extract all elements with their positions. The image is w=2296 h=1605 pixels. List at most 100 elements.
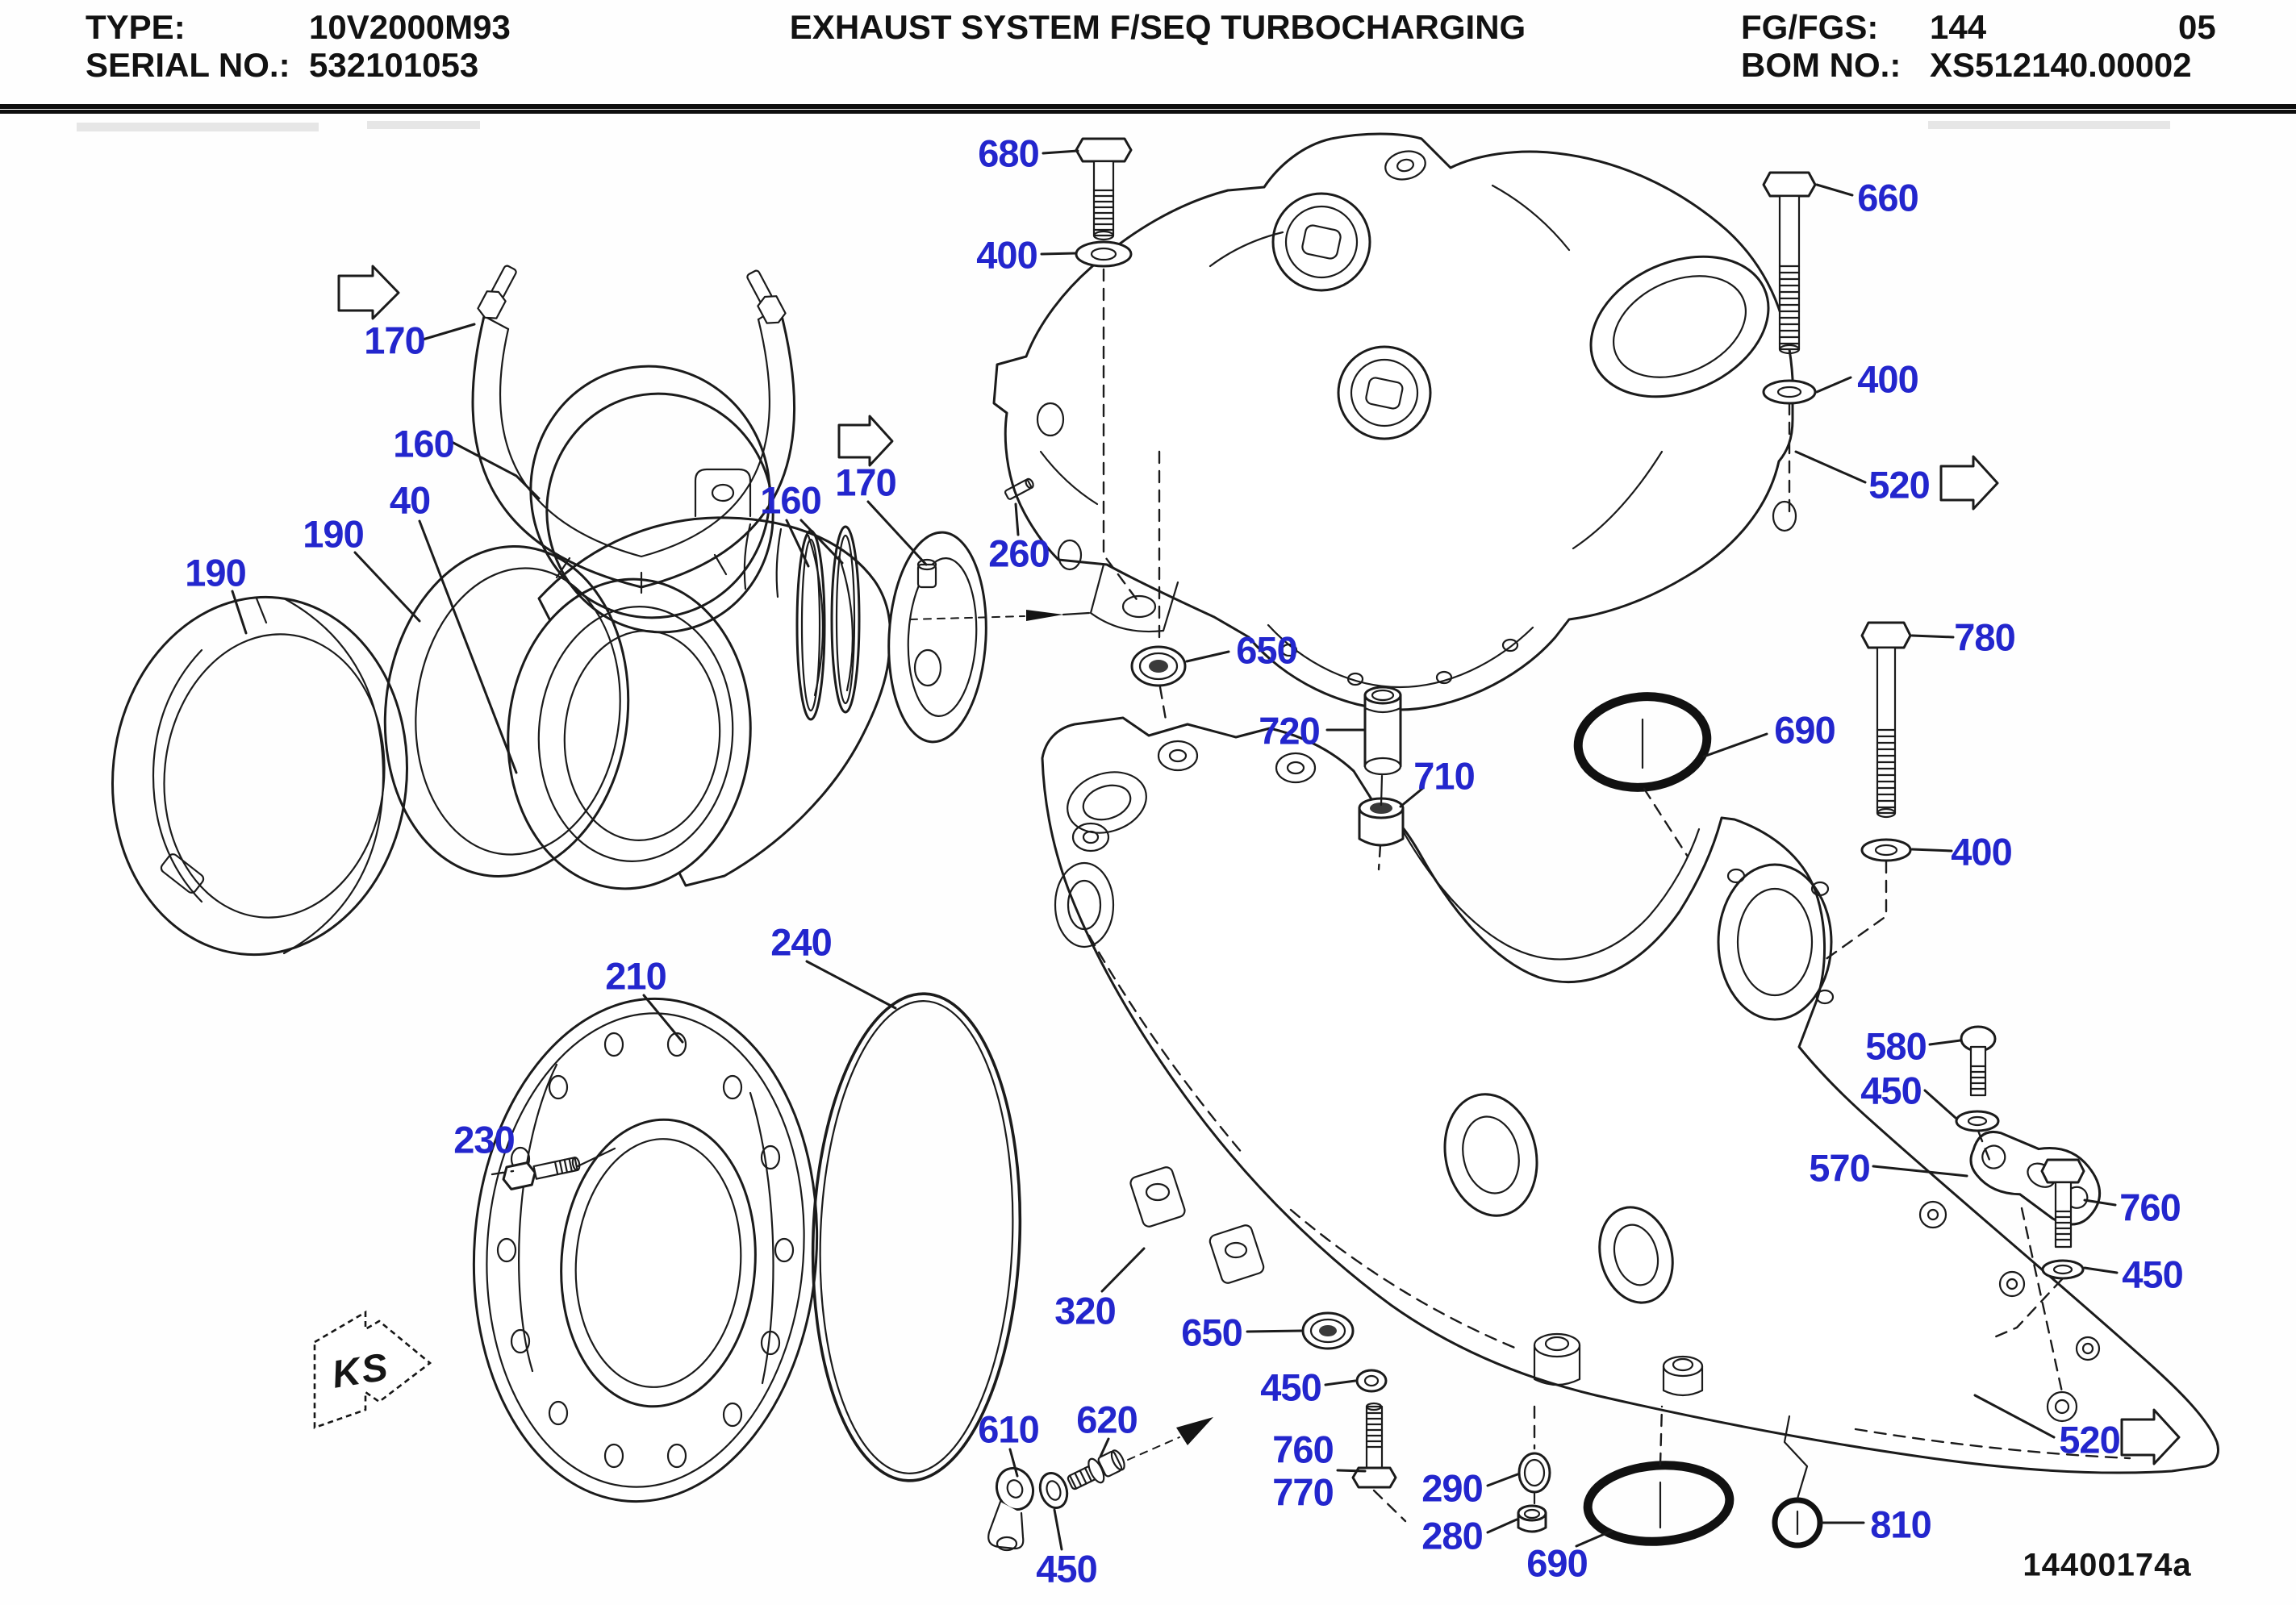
part-450-nut-middle	[1355, 1369, 1388, 1393]
part-660-bolt	[1762, 171, 1817, 355]
callout-230: 230	[453, 1118, 515, 1161]
part-170-flange-right	[887, 531, 987, 744]
part-450-washer-b	[2041, 1259, 2085, 1280]
part-680-bolt	[1075, 137, 1133, 241]
callout-170-b: 170	[835, 461, 896, 504]
callout-810: 810	[1870, 1503, 1931, 1546]
part-190-ring-outer	[111, 595, 408, 957]
callout-400-c: 400	[1951, 830, 2012, 873]
callout-450-a: 450	[1860, 1069, 1922, 1112]
fg-value: 144	[1930, 8, 1987, 46]
block-arrow-170-right	[837, 415, 894, 467]
direction-arrows	[313, 265, 2181, 1465]
header-divider	[0, 104, 2296, 114]
callout-690-a: 690	[1774, 708, 1835, 752]
callout-240: 240	[770, 920, 832, 964]
part-40-bellows-elbow	[507, 468, 891, 890]
callout-290: 290	[1421, 1466, 1483, 1510]
type-label: TYPE:	[86, 8, 186, 46]
callout-190-a: 190	[303, 512, 364, 556]
callout-760-b: 760	[1272, 1428, 1334, 1471]
part-720-pin	[1363, 686, 1402, 776]
callout-520-a: 520	[1868, 463, 1930, 507]
serial-value: 532101053	[309, 46, 479, 84]
flex-coupling-assembly-drawing	[111, 265, 987, 957]
part-610-banjo-fitting	[987, 1466, 1035, 1552]
part-210-flange-disc	[472, 997, 819, 1503]
part-450-washer-a	[1955, 1110, 2000, 1132]
insertion-arrow-middle	[909, 610, 1091, 621]
part-780-bolt	[1860, 621, 1912, 819]
callout-720: 720	[1259, 709, 1320, 752]
scan-artifacts	[77, 121, 2170, 131]
callout-650-b: 650	[1181, 1311, 1242, 1354]
callout-40: 40	[389, 478, 431, 522]
ks-arrow	[313, 1310, 432, 1429]
part-620-screw-plug	[1067, 1449, 1125, 1490]
part-450-washer-d	[1038, 1472, 1069, 1509]
callout-710: 710	[1413, 754, 1475, 798]
part-580-bolt	[1960, 1025, 1997, 1097]
callout-210: 210	[605, 954, 666, 998]
part-280-plug	[1517, 1504, 1547, 1533]
callout-170-a: 170	[364, 319, 425, 362]
block-arrow-170-left	[337, 265, 400, 320]
figure-number: 14400174a	[2023, 1547, 2192, 1583]
part-400-washer-b	[1762, 379, 1817, 405]
part-160-seal-rings-left	[529, 365, 774, 634]
callout-160-b: 160	[760, 478, 821, 522]
part-170-clamp	[471, 265, 796, 594]
callout-520-b: 520	[2059, 1418, 2120, 1461]
callout-160-a: 160	[393, 422, 454, 465]
bom-label: BOM NO.:	[1741, 46, 1902, 84]
serial-label: SERIAL NO.:	[86, 46, 290, 84]
part-400-washer-c	[1860, 838, 1912, 862]
part-760-bolt-bottom	[1351, 1402, 1397, 1489]
callout-190-b: 190	[185, 551, 246, 594]
turbo-housing-drawing	[992, 132, 1797, 711]
callout-400-a: 400	[976, 233, 1037, 277]
callout-690-b: 690	[1526, 1541, 1588, 1585]
callout-450-c: 450	[1260, 1365, 1321, 1409]
part-650-seal-top	[1130, 645, 1187, 687]
callout-570: 570	[1809, 1146, 1870, 1190]
callout-620: 620	[1076, 1398, 1138, 1441]
part-690-oring-top	[1573, 692, 1712, 792]
part-230-bolt	[502, 1157, 581, 1190]
callout-260: 260	[988, 532, 1050, 575]
bom-value: XS512140.00002	[1930, 46, 2192, 84]
part-190-ring-middle	[383, 545, 630, 878]
callout-660: 660	[1857, 176, 1918, 219]
callout-780: 780	[1954, 615, 2015, 659]
block-arrow-520-bottom	[2120, 1408, 2181, 1465]
page-title: EXHAUST SYSTEM F/SEQ TURBOCHARGING	[789, 8, 1526, 46]
callout-770: 770	[1272, 1470, 1334, 1514]
callout-450-b: 450	[2122, 1253, 2183, 1296]
callout-650-a: 650	[1236, 628, 1297, 672]
block-arrow-520-top	[1939, 455, 1999, 511]
callout-320: 320	[1054, 1289, 1116, 1332]
fg-label: FG/FGS:	[1741, 8, 1879, 46]
callout-580: 580	[1865, 1024, 1927, 1068]
callout-280: 280	[1421, 1514, 1483, 1557]
exhaust-manifold-drawing	[1041, 716, 2219, 1474]
part-760-bolt-right	[2040, 1158, 2085, 1249]
part-690-oring-bottom	[1583, 1461, 1735, 1546]
part-260-stud	[1004, 477, 1034, 500]
leader-lines	[231, 149, 2119, 1551]
assembly-axes	[491, 268, 2064, 1523]
callout-760-a: 760	[2119, 1186, 2181, 1229]
part-400-washer-a	[1075, 240, 1133, 268]
ks-marker-label: KS	[328, 1345, 393, 1397]
part-810-oring	[1772, 1415, 1823, 1549]
part-650-seal-bottom	[1301, 1311, 1355, 1350]
type-value: 10V2000M93	[309, 8, 511, 46]
callout-680: 680	[978, 131, 1039, 175]
sheet-number: 05	[2178, 8, 2216, 46]
callout-400-b: 400	[1857, 357, 1918, 401]
part-240-oring	[811, 992, 1022, 1482]
callout-610: 610	[978, 1407, 1039, 1451]
insertion-arrow-620	[1127, 1417, 1213, 1461]
